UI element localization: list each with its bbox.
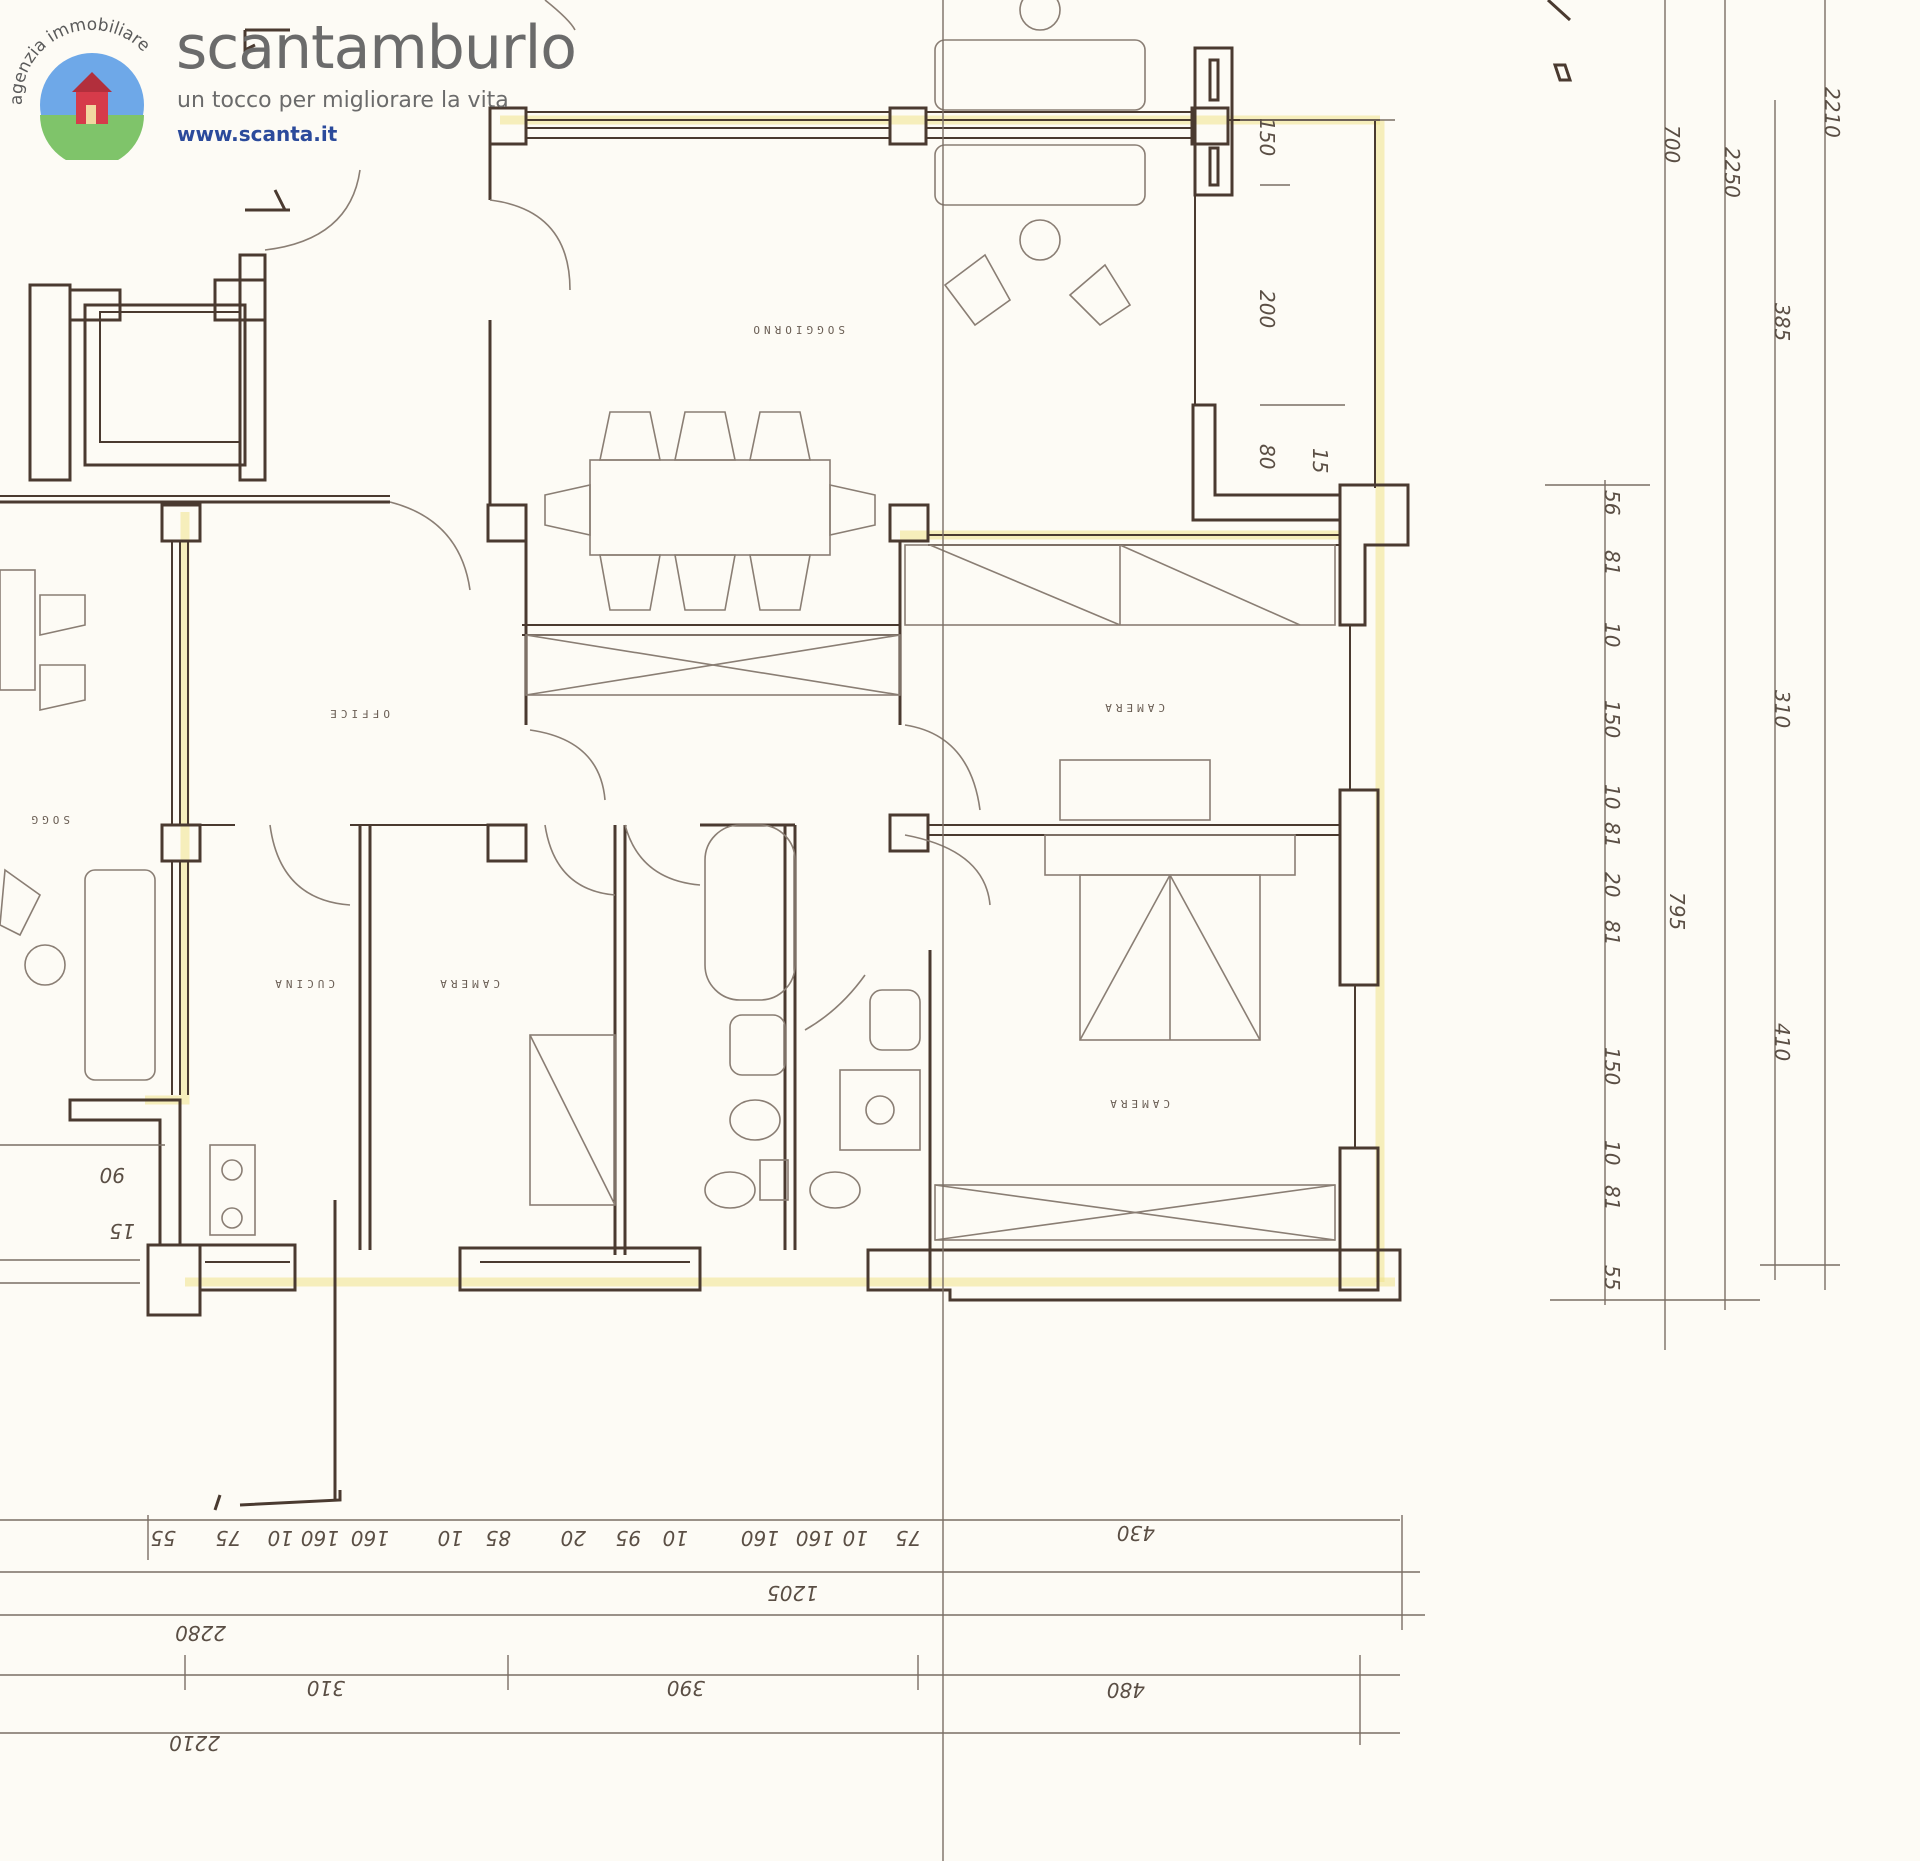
bottom-dimensions: [0, 0, 1425, 1861]
dim-2210-bottom: 2210: [169, 1731, 220, 1755]
right-dimension-labels: 150 200 80 15 56 81 10 150 10 81 20 81 1…: [1255, 87, 1844, 1290]
dim-430: 430: [1117, 1521, 1155, 1545]
dim-10-c: 10: [1600, 1140, 1624, 1165]
dim-310-bottom: 310: [307, 1676, 345, 1700]
dim-56: 56: [1600, 490, 1624, 515]
section-marks: [213, 0, 1573, 1511]
dim-81-a: 81: [1600, 550, 1624, 575]
dim-160-c: 160: [741, 1526, 779, 1550]
walls: [0, 46, 1410, 1317]
dim-81-d: 81: [1600, 1185, 1624, 1210]
dim-20: 20: [1600, 872, 1624, 897]
dim-90-left: 90: [100, 1163, 125, 1187]
brand-name: scantamburlo: [176, 13, 577, 83]
dim-10-bottom-d: 10: [843, 1526, 868, 1550]
dim-2280: 2280: [175, 1621, 226, 1645]
dim-55-bottom: 55: [151, 1526, 176, 1550]
dim-10-bottom-b: 10: [438, 1526, 463, 1550]
label-cucina: CUCINA: [271, 977, 335, 990]
label-camera-2: CAMERA: [1101, 701, 1165, 714]
label-soggiorno-left: SOGG: [28, 813, 71, 826]
dim-10-bottom-c: 10: [663, 1526, 688, 1550]
dim-385: 385: [1770, 303, 1794, 341]
dim-10-a: 10: [1600, 622, 1624, 647]
dim-150-top: 150: [1255, 118, 1279, 156]
dim-480: 480: [1107, 1678, 1145, 1702]
dim-150-b: 150: [1600, 1047, 1624, 1085]
agency-logo: agenzia immobiliare scantamburlo un tocc…: [0, 0, 577, 160]
dim-81-b: 81: [1600, 822, 1624, 847]
label-camera-3: CAMERA: [1106, 1097, 1170, 1110]
dim-160-d: 160: [796, 1526, 834, 1550]
dim-1205: 1205: [767, 1581, 818, 1605]
dim-75-a: 75: [216, 1526, 241, 1550]
brand-tagline: un tocco per migliorare la vita: [177, 88, 509, 113]
right-dimensions: [1240, 0, 1840, 1350]
dim-150-a: 150: [1600, 700, 1624, 738]
dim-15-left: 15: [110, 1219, 135, 1243]
dim-81-c: 81: [1600, 920, 1624, 945]
dim-160-a: 160: [301, 1526, 339, 1550]
dim-85: 85: [486, 1526, 511, 1550]
dim-795: 795: [1665, 892, 1689, 930]
bottom-dimension-labels: 55 75 10 160 160 10 85 20 95 10 160 160 …: [100, 1163, 1155, 1755]
dim-410: 410: [1770, 1023, 1794, 1061]
label-soggiorno: SOGGIORNO: [749, 323, 845, 336]
dim-200: 200: [1255, 290, 1279, 328]
room-labels: SOGGIORNO OFFICE CUCINA CAMERA CAMERA CA…: [28, 323, 1171, 1110]
brand-url[interactable]: www.scanta.it: [177, 122, 338, 146]
dim-2250: 2250: [1720, 147, 1744, 198]
label-camera-1: CAMERA: [436, 977, 500, 990]
dim-80: 80: [1255, 444, 1279, 469]
dim-10-bottom-a: 10: [268, 1526, 293, 1550]
house-badge-icon: agenzia immobiliare: [7, 15, 154, 160]
dim-10-b: 10: [1600, 784, 1624, 809]
dim-160-b: 160: [351, 1526, 389, 1550]
furniture: [0, 0, 1336, 1241]
dim-20-bottom: 20: [561, 1526, 586, 1550]
label-office: OFFICE: [326, 707, 390, 720]
dim-310-right: 310: [1770, 690, 1794, 728]
dim-390: 390: [667, 1676, 705, 1700]
yellow-highlight: [145, 115, 1395, 1287]
dim-75-b: 75: [896, 1526, 921, 1550]
doors: [264, 0, 991, 1031]
dim-700: 700: [1660, 125, 1684, 163]
dim-15-right: 15: [1308, 448, 1332, 473]
dim-2210-right: 2210: [1820, 87, 1844, 138]
dim-95: 95: [616, 1526, 641, 1550]
dim-55-right: 55: [1600, 1265, 1624, 1290]
